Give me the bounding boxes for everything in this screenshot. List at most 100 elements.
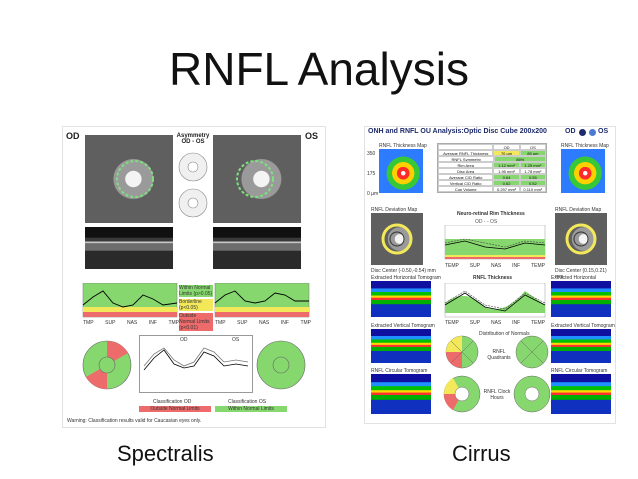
spectralis-report: OD OS Asymmetry OD - OS TMP SUP NA: [62, 126, 326, 428]
rnfl-axis-0: TEMP: [445, 320, 459, 326]
rnfl-profile-od: [82, 283, 178, 318]
classification-os-value: Within Normal Limits: [215, 406, 287, 412]
table-header-row: OD OS: [438, 144, 546, 150]
axis-label-od-0: TMP: [83, 320, 94, 326]
rim-thickness-chart: [444, 225, 546, 260]
vertical-tomogram-od: [371, 329, 431, 363]
table-header-2: OS: [519, 144, 546, 150]
quadrants-os: [515, 335, 549, 369]
table-cell: 0.297 mm³: [493, 186, 520, 192]
classification-os-title: Classification OS: [228, 399, 267, 405]
comparison-label-od: OD: [180, 337, 188, 343]
rnfl-axis-1: SUP: [469, 320, 481, 326]
caption-spectralis: Spectralis: [117, 441, 214, 466]
axis-label-os-0: TMP: [215, 320, 226, 326]
table-cell: 0.64: [493, 174, 520, 180]
rim-thickness-title: Neuro-retinal Rim Thickness: [457, 211, 525, 217]
table-cell: Average RNFL Thickness: [438, 150, 494, 156]
cirrus-header: ONH and RNFL OU Analysis:Optic Disc Cube…: [365, 127, 615, 139]
table-cell: RNFL Symmetry: [438, 156, 495, 162]
table-cell: 1.95 mm²: [493, 168, 520, 174]
deviation-map-label-os: RNFL Deviation Map: [555, 207, 602, 213]
horizontal-tomogram-os: [551, 281, 611, 317]
rim-axis-3: INF: [512, 263, 521, 269]
legend-outside: Outside Normal Limits (p<0.01): [179, 313, 213, 331]
fundus-image-os: [213, 135, 301, 223]
clock-hours-od: [443, 375, 481, 413]
rnfl-axis: TEMP SUP NAS INF TEMP: [445, 320, 545, 326]
table-cell: 0.110 mm³: [519, 186, 546, 192]
rnfl-profile-os: [214, 283, 310, 318]
deviation-map-os: [555, 213, 607, 265]
table-cell: Average C/D Ratio: [438, 174, 494, 180]
table-cell: 0.62: [493, 180, 520, 186]
caption-cirrus: Cirrus: [452, 441, 511, 466]
table-header-0: [438, 144, 494, 150]
oct-bscan-os: [213, 227, 301, 269]
vertical-tomogram-os: [551, 329, 611, 363]
table-cell: 0.52: [519, 180, 546, 186]
map-ytick-2: 0 µm: [367, 191, 379, 197]
rim-axis-1: SUP: [469, 263, 481, 269]
rnfl-thickness-chart: [444, 283, 546, 318]
axis-label-os-3: INF: [280, 320, 289, 326]
table-cell: 85 µm: [519, 150, 546, 156]
circular-tomogram-image-os: [551, 374, 611, 414]
cirrus-header-title: ONH and RNFL OU Analysis:Optic Disc Cube…: [368, 128, 547, 135]
table-cell: 0.55: [519, 174, 546, 180]
sector-pie-os: [256, 340, 306, 390]
table-row: Rim Area 1.12 mm² 1.25 mm²: [438, 162, 546, 168]
quadrants-label: RNFL Quadrants: [487, 349, 511, 361]
axis-label-od-3: INF: [148, 320, 157, 326]
quadrants-od: [445, 335, 479, 369]
os-dot-icon: [589, 129, 596, 136]
table-cell: 1.78 mm²: [519, 168, 546, 174]
clock-label: RNFL Clock Hours: [483, 389, 511, 401]
legend-borderline: Borderline (p<0.05): [179, 299, 213, 311]
table-cell: Cup Volume: [438, 186, 494, 192]
asymmetry-column: Asymmetry OD - OS: [175, 133, 211, 233]
table-cell: Disc Area: [438, 168, 494, 174]
cirrus-report: ONH and RNFL OU Analysis:Optic Disc Cube…: [364, 126, 616, 424]
table-cell: 1.12 mm²: [493, 162, 520, 168]
asymmetry-title: Asymmetry: [176, 133, 210, 139]
table-cell: 86%: [494, 156, 546, 162]
map-ytick-1: 175: [367, 171, 376, 177]
classification-od-value: Outside Normal Limits: [139, 406, 211, 412]
profile-axis-os: TMP SUP NAS INF TMP: [215, 320, 311, 326]
table-row: Cup Volume 0.297 mm³ 0.110 mm³: [438, 186, 546, 192]
os-label: OS: [305, 131, 319, 141]
footnote: Warning: Classification results valid fo…: [67, 418, 202, 424]
table-cell: 1.25 mm²: [519, 162, 546, 168]
table-cell: Vertical C/D Ratio: [438, 180, 494, 186]
thickness-map-od: [379, 149, 423, 193]
deviation-map-od: [371, 213, 423, 265]
od-label: OD: [66, 131, 80, 141]
circular-tomogram-image-od: [371, 374, 431, 414]
rnfl-axis-2: NAS: [490, 320, 502, 326]
classification-legend: Within Normal Limits (p>0.05) Borderline…: [179, 285, 213, 331]
deviation-overlay-od: [381, 223, 413, 255]
cirrus-header-os: OS: [598, 128, 609, 135]
sector-pie-od: [82, 340, 132, 390]
rim-legend-od: OD: [475, 219, 483, 225]
thickness-map-label-os: RNFL Thickness Map: [561, 143, 609, 149]
table-row: RNFL Symmetry 86%: [438, 156, 546, 162]
deviation-overlay-os: [565, 223, 597, 255]
asymmetry-subtitle: OD - OS: [181, 139, 205, 145]
table-cell: 70 µm: [493, 150, 520, 156]
rim-axis-4: TEMP: [531, 263, 545, 269]
extracted-vertical-os: Extracted Vertical Tomogram: [551, 323, 615, 329]
fundus-image-od: [85, 135, 173, 223]
axis-label-od-4: TMP: [168, 320, 179, 326]
table-row: Average RNFL Thickness 70 µm 85 µm: [438, 150, 546, 156]
map-ytick-0: 350: [367, 151, 376, 157]
distribution-label: Distribution of Normals: [479, 331, 530, 337]
rim-axis-0: TEMP: [445, 263, 459, 269]
disc-center-os: Disc Center (0.15,0.21) mm: [555, 268, 607, 280]
slide-title: RNFL Analysis: [169, 43, 469, 95]
axis-label-os-2: NAS: [258, 320, 270, 326]
rim-axis-2: NAS: [490, 263, 502, 269]
axis-label-os-4: TMP: [300, 320, 311, 326]
circular-tomogram-od: RNFL Circular Tomogram: [371, 368, 428, 374]
